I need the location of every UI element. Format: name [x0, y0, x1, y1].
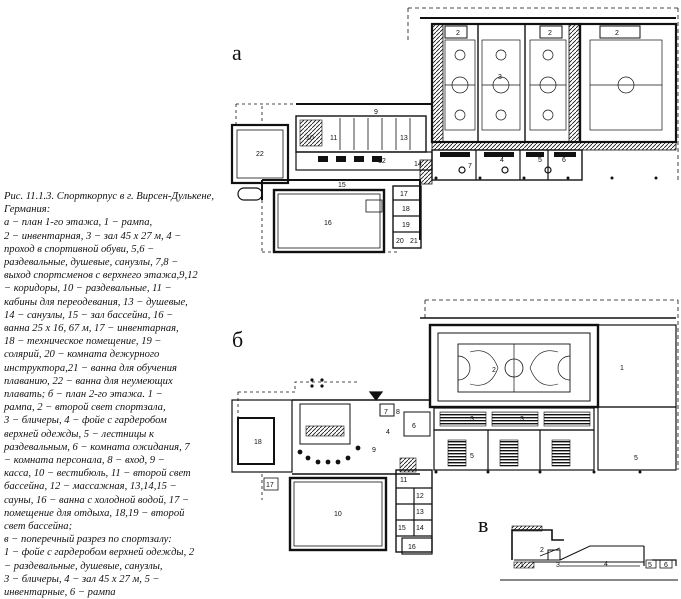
caption-line: раздевальным, 6 − комната ожидания, 7 — [4, 441, 190, 453]
caption-line: рампа, 2 − второй свет спортзала, — [4, 402, 166, 414]
caption-line: − раздевальные, душевые, санузлы, — [4, 560, 163, 572]
figure-caption: Рис. 11.1.3. Спорткорпус в г. Вирсен-Дул… — [4, 190, 240, 599]
plan-a-num: 2 — [456, 30, 460, 37]
caption-body: а − план 1-го этажа, 1 − рампа,2 − инвен… — [4, 216, 240, 599]
plan-a-num: 3 — [498, 74, 502, 81]
caption-line: бассейна, 12 − массажная, 13,14,15 − — [4, 481, 177, 493]
plan-a-num: 20 — [396, 238, 404, 245]
plan-b-num: 10 — [334, 511, 342, 518]
caption-line: а − план 1-го этажа, 1 − рампа, — [4, 217, 153, 229]
caption-line: сауны, 16 − ванна с холодной водой, 17 − — [4, 494, 190, 506]
section-num: 5 — [648, 562, 652, 569]
section-num: 4 — [604, 561, 608, 568]
plan-a-num: 17 — [400, 191, 408, 198]
plan-b-num: 6 — [412, 423, 416, 430]
plan-b-num: 3 — [520, 416, 524, 423]
plan-b-num: 5 — [634, 455, 638, 462]
plan-b-num: 17 — [266, 482, 274, 489]
plan-a-num: 10 — [306, 135, 314, 142]
caption-line: 1 − фойе с гардеробом верхней одежды, 2 — [4, 547, 195, 559]
label-section-c: в — [478, 512, 489, 537]
section-num: 1 — [520, 562, 524, 569]
caption-line: − коридоры, 10 − раздевальные, 11 − — [4, 283, 172, 295]
label-plan-b: б — [232, 327, 244, 352]
caption-line: кабины для переодевания, 13 − душевые, — [4, 296, 188, 308]
caption-line: 2 − инвентарная, 3 − зал 45 х 27 м, 4 − — [4, 230, 182, 242]
plan-a-num: 14 — [414, 161, 422, 168]
plan-b-num: 15 — [398, 525, 406, 532]
caption-line: 3 − бличеры, 4 − фойе с гардеробом — [4, 415, 167, 427]
plan-a-num: 12 — [378, 158, 386, 165]
caption-title: Рис. 11.1.3. Спорткорпус в г. Вирсен-Дул… — [4, 191, 214, 216]
plan-a-first-floor — [230, 7, 679, 254]
caption-line: − комната персонала, 8 − вход, 9 − — [4, 455, 165, 467]
plan-b-second-floor — [231, 299, 679, 555]
plan-b-num: 2 — [492, 367, 496, 374]
plan-a-num: 2 — [615, 30, 619, 37]
caption-line: плаванию, 22 − ванна для неумеющих — [4, 375, 173, 387]
plan-b-num: 8 — [396, 409, 400, 416]
plan-b-num: 13 — [416, 509, 424, 516]
plan-a-num: 21 — [410, 238, 418, 245]
plan-a-num: 2 — [548, 30, 552, 37]
caption-line: ванна 25 х 16, 67 м, 17 − инвентарная, — [4, 323, 179, 335]
plan-a-num: 7 — [468, 163, 472, 170]
plan-a-num: 13 — [400, 135, 408, 142]
caption-line: раздевальные, душевые, санузлы, 7,8 − — [4, 257, 179, 269]
caption-line: солярий, 20 − комната дежурного — [4, 349, 160, 361]
plan-b-num: 7 — [384, 409, 388, 416]
plan-b-num: 16 — [408, 544, 416, 551]
plan-a-num: 11 — [330, 135, 337, 142]
caption-line: инструктора,21 − ванна для обучения — [4, 362, 177, 374]
section-num: 2 — [540, 547, 544, 554]
sports-hall — [430, 22, 582, 144]
plan-a-num: 22 — [256, 151, 264, 158]
plan-a-num: 9 — [374, 109, 378, 116]
caption-line: помещение для отдыха, 18,19 − второй — [4, 507, 185, 519]
label-plan-a: а — [232, 40, 242, 65]
plan-a-num: 4 — [500, 157, 504, 164]
plan-a-num: 5 — [538, 157, 542, 164]
caption-line: инвентарные, 6 − рампа — [4, 587, 116, 599]
plan-b-num: 14 — [416, 525, 424, 532]
caption-line: 14 − санузлы, 15 − зал бассейна, 16 − — [4, 309, 174, 321]
plan-b-num: 5 — [470, 453, 474, 460]
section-c-cross-section — [500, 525, 678, 581]
caption-line: плавать; б − план 2-го этажа. 1 − — [4, 389, 163, 401]
plan-a-num: 19 — [402, 222, 410, 229]
plan-a-num: 16 — [324, 220, 332, 227]
plan-b-num: 9 — [372, 447, 376, 454]
section-num: 3 — [556, 562, 560, 569]
plan-b-num: 11 — [400, 477, 407, 484]
caption-line: 18 − техническое помещение, 19 − — [4, 336, 162, 348]
caption-line: верхней одежды, 5 − лестницы к — [4, 428, 154, 440]
section-num: 6 — [664, 562, 668, 569]
caption-line: 3 − бличеры, 4 − зал 45 х 27 м, 5 − — [4, 573, 160, 585]
caption-line: свет бассейна; — [4, 521, 73, 533]
plan-a-num: 6 — [562, 157, 566, 164]
plan-b-num: 12 — [416, 493, 424, 500]
plan-b-num: 3 — [470, 416, 474, 423]
caption-line: касса, 10 − вестибюль, 11 − второй свет — [4, 468, 191, 480]
plan-a-num: 15 — [338, 182, 346, 189]
caption-line: проход в спортивной обуви, 5,6 − — [4, 243, 155, 255]
plan-b-num: 4 — [386, 429, 390, 436]
plan-a-num: 18 — [402, 206, 410, 213]
caption-line: выход спортсменов с верхнего этажа,9,12 — [4, 270, 198, 282]
plan-b-num: 18 — [254, 439, 262, 446]
plan-b-num: 1 — [620, 365, 624, 372]
caption-line: в − поперечный разрез по спортзалу: — [4, 534, 172, 546]
